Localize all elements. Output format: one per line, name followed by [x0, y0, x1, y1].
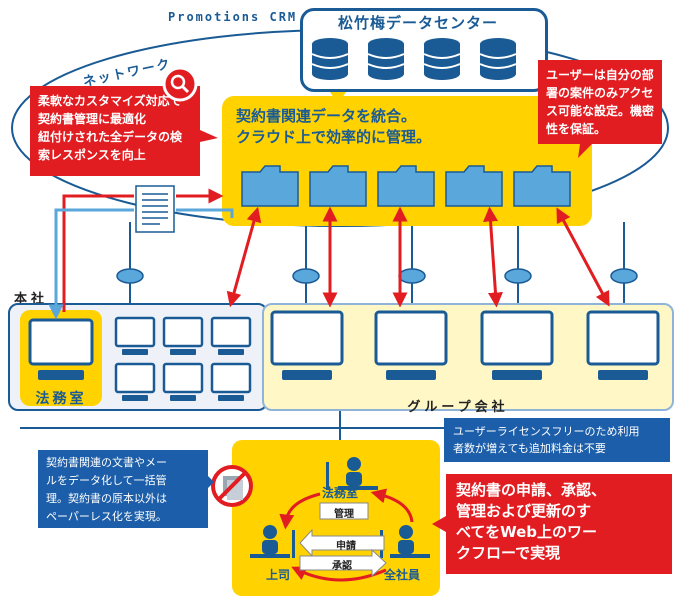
workflow-note-line-1: 契約書の申請、承認、	[456, 481, 607, 499]
callout-left-line-4: 索レスポンスを向上	[38, 148, 146, 162]
sync-arrow	[226, 206, 262, 308]
upload-arrow-red	[62, 194, 134, 312]
workflow-note-line-4: クフローで実現	[456, 544, 561, 562]
workflow-note-line-3: べてをWeb上のワー	[456, 523, 598, 541]
monitor-icon	[114, 362, 156, 401]
monitor-icon	[28, 318, 94, 380]
workflow-legal-label: 法務室	[322, 486, 359, 500]
cycle-arrow	[291, 566, 387, 582]
central-line-1: 契約書関連データを統合。	[236, 107, 417, 125]
callout-left-line-3: 紐付けされた全データの検	[38, 130, 183, 144]
datacenter-title: 松竹梅データセンター	[337, 14, 498, 32]
folder-icon	[445, 165, 503, 207]
group-companies-label: グループ会社	[407, 400, 509, 415]
database-icon	[367, 38, 405, 80]
paperless-line-2: ルをデータ化して一括管	[46, 474, 167, 487]
monitor-icon	[210, 316, 252, 355]
cycle-arrow	[370, 488, 414, 523]
approve-arrow	[299, 548, 387, 578]
callout-left-line-1: 柔軟なカスタマイズ対応で	[38, 94, 182, 108]
search-icon	[162, 66, 198, 102]
workflow-note: 契約書の申請、承認、 管理および更新のす べてをWeb上のワー クフローで実現	[446, 474, 672, 574]
callout-right-line-3: ス可能な設定。機密	[546, 104, 655, 118]
paperless-line-3: 理。契約書の原本以外は	[46, 492, 167, 505]
callout-left-line-2: 契約書管理に最適化	[38, 112, 147, 126]
monitor-icon	[162, 316, 204, 355]
person-icon	[326, 457, 378, 490]
central-text: 契約書関連データを統合。 クラウド上で効率的に管理。	[236, 106, 431, 148]
downlink-pointer	[330, 92, 346, 104]
monitor-icon	[586, 310, 660, 380]
workflow-note-pointer	[432, 516, 446, 532]
folder-icon	[377, 165, 435, 207]
central-line-2: クラウド上で効率的に管理。	[236, 128, 432, 146]
access-callout-pointer	[578, 144, 592, 158]
no-paper-icon	[211, 465, 253, 507]
monitor-icon	[374, 310, 448, 380]
paperless-note: 契約書関連の文書やメー ルをデータ化して一括管 理。契約書の原本以外は ペーパー…	[38, 450, 208, 528]
workflow-manage-label: 管理	[334, 509, 354, 520]
license-note: ユーザーライセンスフリーのため利用 者数が増えても追加料金は不要	[444, 418, 670, 462]
monitor-icon	[210, 362, 252, 401]
database-icon	[311, 38, 349, 80]
callout-right-line-2: 署の案件のみアクセ	[546, 86, 654, 100]
cycle-arrow	[279, 492, 321, 530]
sync-arrow	[483, 206, 503, 308]
folder-icon	[309, 165, 367, 207]
customize-callout-pointer	[200, 130, 218, 142]
upload-arrow-blue	[48, 208, 134, 320]
database-icon	[479, 38, 517, 80]
manage-tag	[319, 502, 369, 520]
callout-access: ユーザーは自分の部 署の案件のみアクセ ス可能な設定。機密 性を保証。	[538, 60, 662, 144]
workflow-apply-label: 申請	[336, 541, 356, 552]
upload-arrow-blue	[176, 208, 234, 218]
workflow-boss-label: 上司	[266, 568, 291, 582]
license-line-1: ユーザーライセンスフリーのため利用	[453, 425, 640, 438]
folder-icon	[513, 165, 571, 207]
monitor-icon	[162, 362, 204, 401]
callout-customize: 柔軟なカスタマイズ対応で 契約書管理に最適化 紐付けされた全データの検 索レスポ…	[30, 86, 200, 176]
monitor-icon	[270, 310, 344, 380]
callout-right-line-4: 性を保証。	[546, 122, 607, 136]
paperless-line-4: ペーパーレス化を実現。	[46, 510, 167, 523]
monitor-icon	[114, 316, 156, 355]
legal-dept-label: 法務室	[35, 391, 87, 407]
database-icon	[423, 38, 461, 80]
paperless-note-pointer	[208, 476, 214, 488]
workflow-staff-label: 全社員	[384, 568, 421, 582]
license-line-2: 者数が増えても追加料金は不要	[453, 442, 606, 455]
paperless-line-1: 契約書関連の文書やメー	[46, 456, 167, 469]
workflow-note-line-2: 管理および更新のす	[456, 502, 592, 520]
callout-right-line-1: ユーザーは自分の部	[546, 68, 654, 82]
workflow-approve-label: 承認	[332, 561, 352, 572]
crm-title: Promotions CRM	[168, 10, 298, 24]
sync-arrow	[556, 207, 610, 307]
person-icon	[250, 525, 295, 558]
monitor-icon	[480, 310, 554, 380]
folder-icon	[241, 165, 299, 207]
document-icon	[135, 185, 175, 233]
